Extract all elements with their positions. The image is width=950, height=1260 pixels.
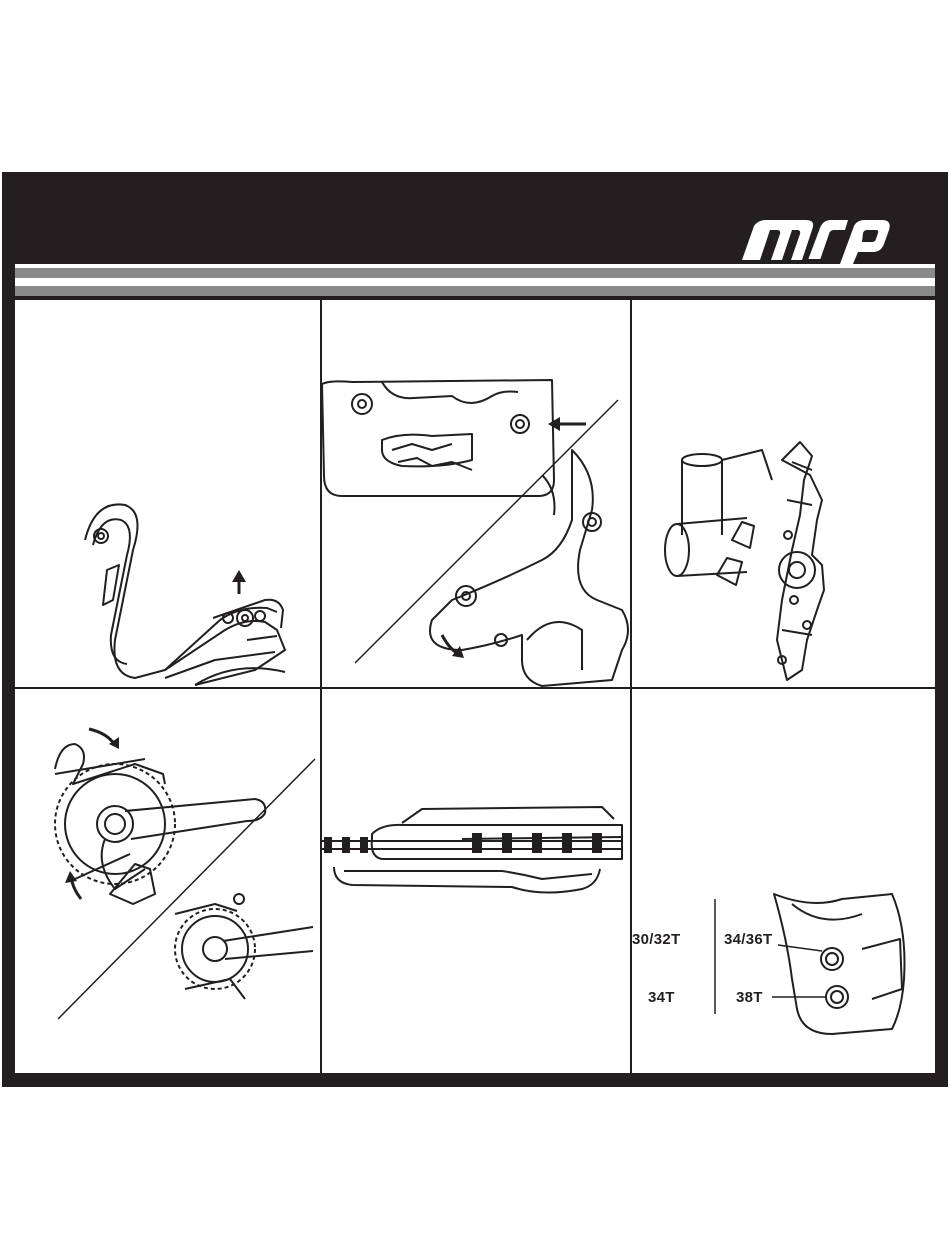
upper-guide-illustration [15,300,320,687]
panel-1 [15,300,320,687]
panel-4 [15,689,320,1073]
label-34t: 34T [648,989,675,1006]
panel-5 [322,689,630,1073]
instruction-sheet: 30/32T 34T 34/36T 38T [2,172,948,1087]
mrp-logo [736,212,892,264]
header-bar [2,172,948,260]
crank-chain-illustration [15,689,320,1073]
divider-stripe [15,278,935,286]
illustration-grid: 30/32T 34T 34/36T 38T [15,300,935,1073]
divider-stripe [15,286,935,296]
label-34-36t: 34/36T [724,931,773,948]
frame-mount-illustration [632,300,935,687]
panel-3 [632,300,935,687]
label-30-32t: 30/32T [632,931,681,948]
panel-6: 30/32T 34T 34/36T 38T [632,689,935,1073]
panel-2 [322,300,630,687]
chain-alignment-illustration [322,689,630,1073]
grid-divider [15,687,935,689]
bash-guard-illustration [322,300,630,687]
chainring-size-illustration [632,689,935,1073]
divider-stripe [15,268,935,278]
label-38t: 38T [736,989,763,1006]
